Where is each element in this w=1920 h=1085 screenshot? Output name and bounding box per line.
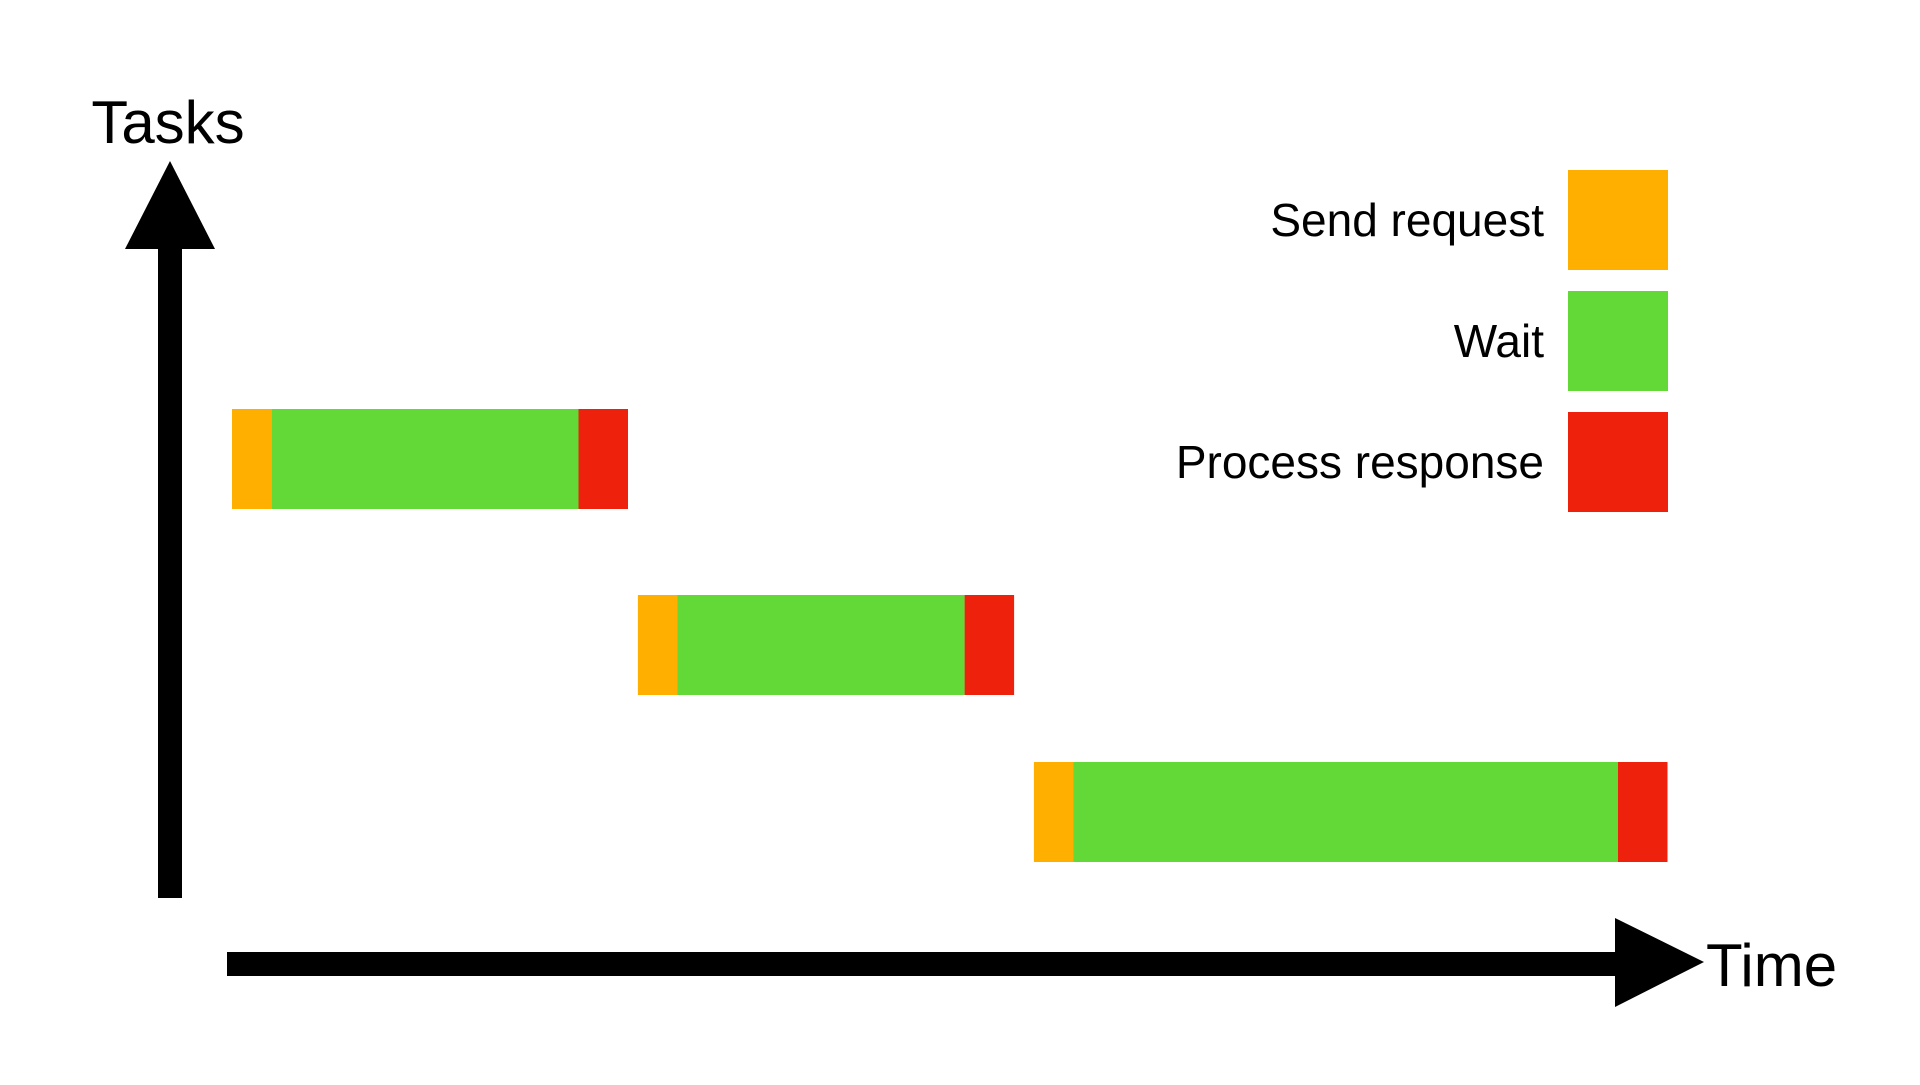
legend-swatch-process bbox=[1568, 412, 1668, 512]
legend-label-process: Process response bbox=[1176, 436, 1544, 488]
task-1-wait-segment bbox=[271, 409, 579, 509]
legend-label-wait: Wait bbox=[1454, 315, 1545, 367]
legend-item-process: Process response bbox=[1176, 412, 1668, 512]
task-2-process-segment bbox=[964, 595, 1015, 695]
task-3-wait-segment bbox=[1073, 762, 1618, 862]
x-axis-arrowhead bbox=[1615, 918, 1704, 1007]
task-2-wait-segment bbox=[677, 595, 965, 695]
task-bars bbox=[232, 409, 1668, 862]
task-1-send-segment bbox=[232, 409, 272, 509]
task-bar-2 bbox=[637, 595, 1015, 695]
task-1-process-segment bbox=[578, 409, 628, 509]
task-2-send-segment bbox=[637, 595, 678, 695]
y-axis-line bbox=[158, 245, 182, 898]
x-axis: Time bbox=[227, 918, 1837, 1007]
legend-item-send: Send request bbox=[1270, 170, 1668, 270]
task-3-send-segment bbox=[1033, 762, 1074, 862]
x-axis-title: Time bbox=[1706, 932, 1837, 999]
legend-item-wait: Wait bbox=[1454, 291, 1668, 391]
task-bar-3 bbox=[1033, 762, 1668, 862]
y-axis-title: Tasks bbox=[91, 89, 244, 156]
legend-swatch-send bbox=[1568, 170, 1668, 270]
task-bar-1 bbox=[232, 409, 628, 509]
x-axis-line bbox=[227, 952, 1627, 976]
task-3-process-segment bbox=[1618, 762, 1668, 862]
legend-label-send: Send request bbox=[1270, 194, 1544, 246]
y-axis: Tasks bbox=[91, 89, 245, 898]
y-axis-arrowhead bbox=[125, 161, 215, 249]
legend-swatch-wait bbox=[1568, 291, 1668, 391]
